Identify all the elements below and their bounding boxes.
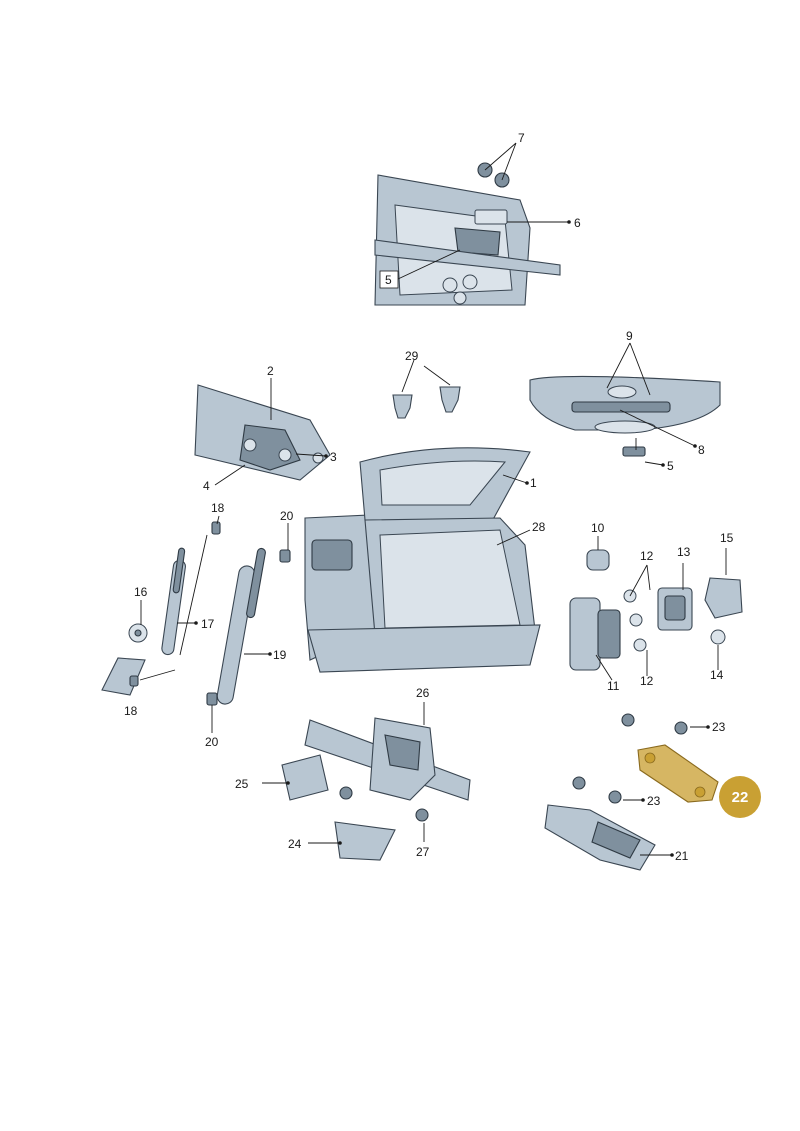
callout-9: 9 bbox=[626, 329, 633, 343]
callout-20-bottom: 20 bbox=[205, 735, 219, 749]
callout-26: 24 bbox=[288, 837, 302, 851]
car-rear bbox=[304, 447, 541, 673]
callout-6: 6 bbox=[574, 216, 581, 230]
callout-3: 3 bbox=[330, 450, 337, 464]
callout-12-bottom: 12 bbox=[640, 674, 654, 688]
callout-8: 8 bbox=[698, 443, 705, 457]
hinge-mount-inset bbox=[374, 162, 561, 306]
gas-struts bbox=[101, 521, 291, 706]
callout-12-top: 12 bbox=[640, 549, 654, 563]
callout-18-top: 18 bbox=[211, 501, 225, 515]
callout-labels: 7 6 5 9 8 5 2 3 4 29 1 28 18 20 16 17 18… bbox=[124, 131, 734, 863]
callout-18-bottom: 18 bbox=[124, 704, 138, 718]
callout-15: 15 bbox=[720, 531, 734, 545]
callout-13: 13 bbox=[677, 545, 691, 559]
callout-4: 4 bbox=[203, 479, 210, 493]
callout-17: 17 bbox=[201, 617, 215, 631]
callout-24: 26 bbox=[416, 686, 430, 700]
callout-5-top: 5 bbox=[385, 273, 392, 287]
callout-21: 21 bbox=[675, 849, 689, 863]
callout-28: 28 bbox=[532, 520, 546, 534]
callout-14: 14 bbox=[710, 668, 724, 682]
callout-11: 11 bbox=[607, 679, 620, 693]
callout-10: 10 bbox=[591, 521, 605, 535]
latch-bracket bbox=[544, 713, 719, 871]
highlight-badge-22[interactable]: 22 bbox=[719, 776, 761, 818]
callout-20-top: 20 bbox=[280, 509, 294, 523]
callout-1: 1 bbox=[530, 476, 537, 490]
trim-panel bbox=[529, 375, 721, 457]
callout-25: 27 bbox=[416, 845, 430, 859]
callout-23-bottom: 23 bbox=[647, 794, 661, 808]
leader-lines bbox=[139, 142, 727, 857]
callout-19: 19 bbox=[273, 648, 287, 662]
callout-27: 25 bbox=[235, 777, 249, 791]
lock-assembly bbox=[281, 717, 471, 861]
hinge-detail bbox=[194, 384, 331, 481]
clips bbox=[392, 386, 461, 419]
callout-5-handle: 5 bbox=[667, 459, 674, 473]
bumper-stops bbox=[569, 549, 743, 671]
callout-2: 2 bbox=[267, 364, 274, 378]
callout-23-top: 23 bbox=[712, 720, 726, 734]
callout-7: 7 bbox=[518, 131, 525, 145]
callout-29: 29 bbox=[405, 349, 419, 363]
callout-22: 22 bbox=[732, 789, 749, 806]
callout-16: 16 bbox=[134, 585, 148, 599]
